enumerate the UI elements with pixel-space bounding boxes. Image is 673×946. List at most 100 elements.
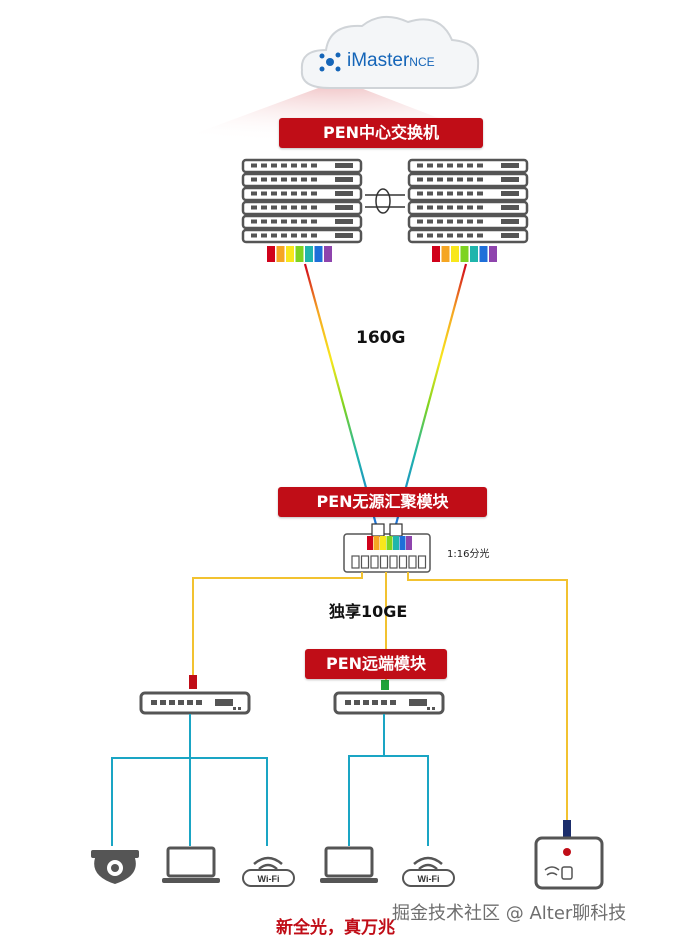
switch-port	[251, 219, 257, 224]
switch-port	[477, 191, 483, 196]
switch-port	[271, 191, 277, 196]
switch-port	[251, 233, 257, 238]
core-switch-right	[407, 158, 529, 244]
switch-port	[301, 233, 307, 238]
switch-status-panel	[501, 233, 519, 238]
switch-port	[467, 177, 473, 182]
switch-port	[447, 219, 453, 224]
switch-port	[467, 163, 473, 168]
remote-module-middle	[333, 691, 445, 715]
switch-status-panel	[335, 233, 353, 238]
switch-port	[477, 205, 483, 210]
switch-port	[417, 163, 423, 168]
optical-port	[386, 536, 393, 550]
switch-port	[457, 219, 463, 224]
remote-led	[238, 707, 241, 710]
switch-port	[447, 177, 453, 182]
switch-port	[311, 219, 317, 224]
switch-status-panel	[501, 177, 519, 182]
remote-port	[160, 700, 166, 705]
splitter-slot	[379, 555, 389, 569]
remote-module-left	[139, 691, 251, 715]
switch-port	[291, 233, 297, 238]
module-splitter-slots	[351, 555, 427, 569]
remote-led	[432, 707, 435, 710]
remote-port	[187, 700, 193, 705]
optical-port	[373, 536, 380, 550]
switch-port	[457, 177, 463, 182]
optical-terminal-icon	[534, 836, 604, 890]
cloud-brand-name: iMaster	[347, 50, 410, 71]
switch-port	[271, 177, 277, 182]
remote-port	[363, 700, 369, 705]
uplink-fiber-right	[393, 263, 468, 529]
switch-port	[301, 191, 307, 196]
laptop-icon	[320, 846, 378, 883]
switch-port	[261, 219, 267, 224]
switch-port	[281, 191, 287, 196]
switch-port	[417, 205, 423, 210]
optical-port	[460, 246, 469, 262]
remote-port	[372, 700, 378, 705]
wifi-ap-icon: Wi-Fi	[402, 856, 455, 887]
switch-port	[437, 205, 443, 210]
ethernet-cabling	[111, 714, 429, 846]
switch-port	[467, 205, 473, 210]
wifi-badge-label: Wi-Fi	[418, 874, 440, 884]
switch-status-panel	[501, 191, 519, 196]
splitter-slot	[398, 555, 408, 569]
optical-port	[295, 246, 304, 262]
switch-port	[457, 233, 463, 238]
switch-port	[281, 219, 287, 224]
switch-port	[261, 233, 267, 238]
core-switch-left	[241, 158, 363, 244]
switch-port	[437, 191, 443, 196]
cloud-icon	[300, 15, 480, 89]
switch-port	[477, 219, 483, 224]
switch-port	[447, 233, 453, 238]
switch-port	[311, 177, 317, 182]
switch-port	[271, 219, 277, 224]
module-color-ports	[367, 536, 412, 550]
optical-port	[367, 536, 373, 550]
remote-module-banner: PEN远端模块	[305, 649, 447, 679]
remote-port	[151, 700, 157, 705]
splitter-slot	[417, 555, 427, 569]
slogan: 新全光，真万兆	[276, 918, 395, 938]
switch-status-panel	[501, 163, 519, 168]
uplink-bandwidth-label: 160G	[356, 328, 406, 348]
switch-port	[281, 205, 287, 210]
switch-port	[417, 191, 423, 196]
remote-module-body	[139, 691, 251, 715]
switch-port	[251, 177, 257, 182]
switch-port	[291, 177, 297, 182]
switch-status-panel	[335, 205, 353, 210]
switch-port	[251, 205, 257, 210]
wifi-ap-icon: Wi-Fi	[242, 856, 295, 887]
switch-port	[467, 191, 473, 196]
network-node-icon	[319, 52, 341, 72]
switch-port	[427, 191, 433, 196]
switch-port	[281, 163, 287, 168]
uplink-fiber-left	[303, 263, 379, 529]
switch-port	[447, 205, 453, 210]
optical-port	[393, 536, 399, 550]
remote-port	[196, 700, 202, 705]
remote-port	[390, 700, 396, 705]
switch-port	[437, 219, 443, 224]
switch-port	[437, 177, 443, 182]
optical-ports-left	[267, 246, 332, 262]
optical-ports-right	[432, 246, 497, 262]
switch-status-panel	[335, 191, 353, 196]
switch-status-panel	[335, 219, 353, 224]
switch-port	[261, 191, 267, 196]
switch-port	[281, 177, 287, 182]
splitter-slot	[351, 555, 360, 569]
switch-port	[311, 205, 317, 210]
remote-port	[345, 700, 351, 705]
switch-port	[477, 233, 483, 238]
switch-port	[417, 219, 423, 224]
exclusive-bandwidth-label: 独享10GE	[329, 602, 408, 621]
wifi-badge-label: Wi-Fi	[258, 874, 280, 884]
switch-port	[467, 233, 473, 238]
